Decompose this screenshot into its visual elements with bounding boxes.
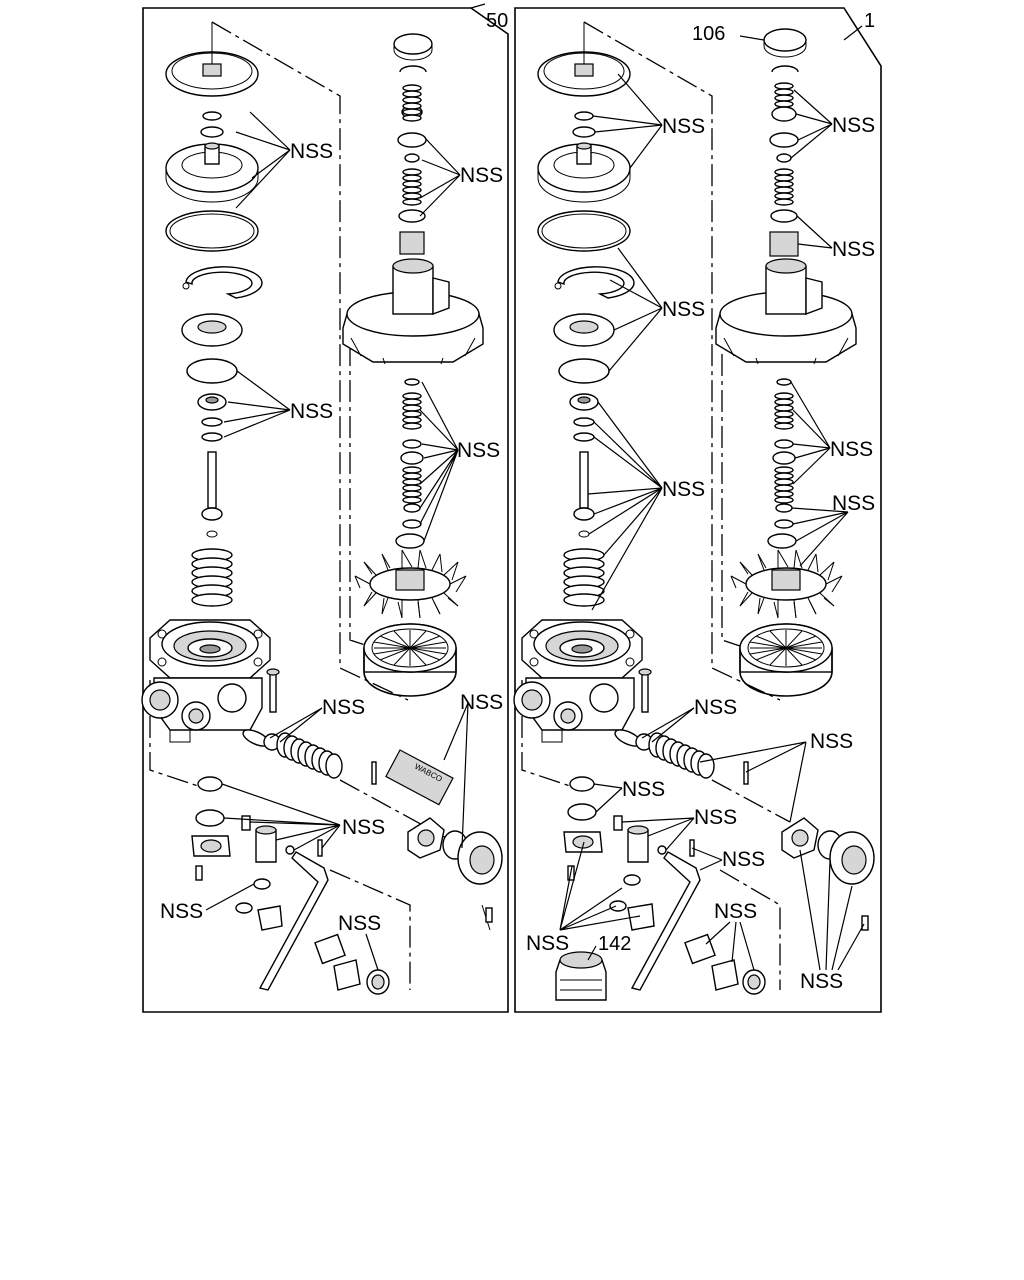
item-106: 106 xyxy=(692,23,725,45)
callout-nss-r14: NSS xyxy=(714,900,757,923)
callout-nss-r13: NSS xyxy=(526,932,569,955)
panel-right-frame xyxy=(514,7,882,1013)
callout-nss-l4: NSS xyxy=(457,439,500,462)
callout-nss-r2: NSS xyxy=(832,114,875,137)
callout-nss-r4: NSS xyxy=(662,298,705,321)
callout-nss-l1: NSS xyxy=(290,140,333,163)
callout-nss-r5: NSS xyxy=(662,478,705,501)
callout-nss-r8: NSS xyxy=(694,696,737,719)
callout-nss-l5: NSS xyxy=(322,696,365,719)
callout-nss-l9: NSS xyxy=(338,912,381,935)
callout-nss-l2: NSS xyxy=(460,164,503,187)
panel-left: 50 xyxy=(141,3,509,1013)
callout-nss-r10: NSS xyxy=(622,778,665,801)
item-142: 142 xyxy=(598,933,631,955)
callout-nss-l3: NSS xyxy=(290,400,333,423)
panel-right: 1 xyxy=(513,7,882,1013)
callout-nss-r15: NSS xyxy=(800,970,843,993)
callout-nss-r12: NSS xyxy=(722,848,765,871)
callout-nss-l8: NSS xyxy=(160,900,203,923)
callout-nss-r6: NSS xyxy=(830,438,873,461)
callout-nss-r11: NSS xyxy=(694,806,737,829)
callout-nss-r3: NSS xyxy=(832,238,875,261)
panel-left-ref: 50 xyxy=(486,10,508,32)
callout-nss-r7: NSS xyxy=(832,492,875,515)
callout-nss-l6: NSS xyxy=(460,691,503,714)
panel-left-frame xyxy=(142,7,509,1013)
callout-nss-r9: NSS xyxy=(810,730,853,753)
callout-nss-r1: NSS xyxy=(662,115,705,138)
callout-nss-l7: NSS xyxy=(342,816,385,839)
panel-right-ref: 1 xyxy=(864,10,875,32)
